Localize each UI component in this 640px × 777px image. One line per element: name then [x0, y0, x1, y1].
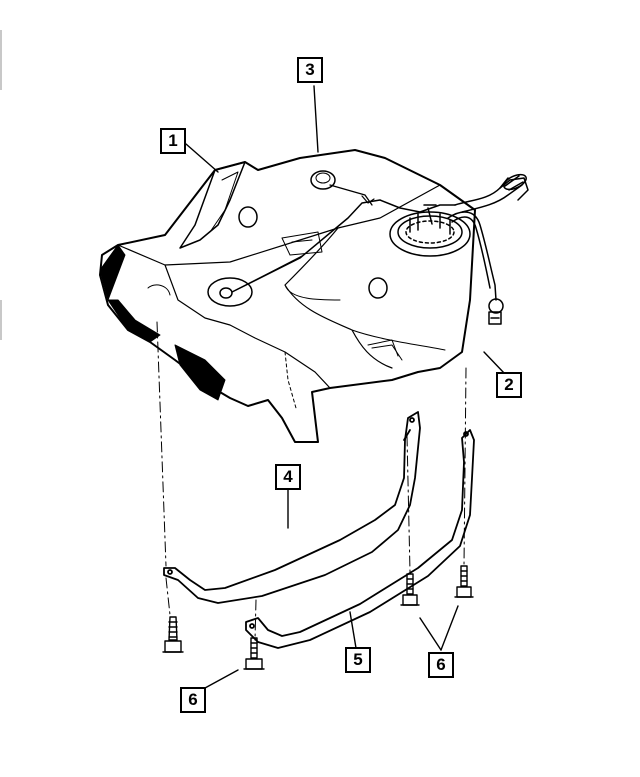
callout-1-label: 1 — [168, 131, 178, 150]
callout-2-label: 2 — [504, 375, 514, 394]
scan-edge-mark — [0, 300, 2, 340]
fuel-tank — [99, 149, 476, 443]
callout-5: 5 — [345, 647, 371, 673]
bolt-right-a — [400, 573, 420, 606]
leader-lines — [185, 85, 506, 689]
callout-2: 2 — [496, 372, 522, 398]
fuel-pump-module — [389, 204, 504, 325]
callout-6-left: 6 — [180, 687, 206, 713]
callout-6-left-label: 6 — [188, 690, 198, 709]
scan-edge-mark — [0, 30, 2, 90]
fuel-tank-strap-front — [163, 411, 421, 604]
callout-4-label: 4 — [283, 467, 293, 486]
filler-neck — [454, 173, 529, 213]
callout-6-right: 6 — [428, 652, 454, 678]
alignment-lines — [156, 321, 467, 641]
callout-6-right-label: 6 — [436, 655, 446, 674]
fuel-tank-strap-rear — [245, 429, 475, 649]
bolt-center — [243, 637, 265, 670]
bolt-right-b — [454, 565, 474, 598]
callout-3: 3 — [297, 57, 323, 83]
callout-4: 4 — [275, 464, 301, 490]
bolt-left — [162, 616, 184, 653]
callout-3-label: 3 — [305, 60, 315, 79]
callout-5-label: 5 — [353, 650, 363, 669]
callout-1: 1 — [160, 128, 186, 154]
